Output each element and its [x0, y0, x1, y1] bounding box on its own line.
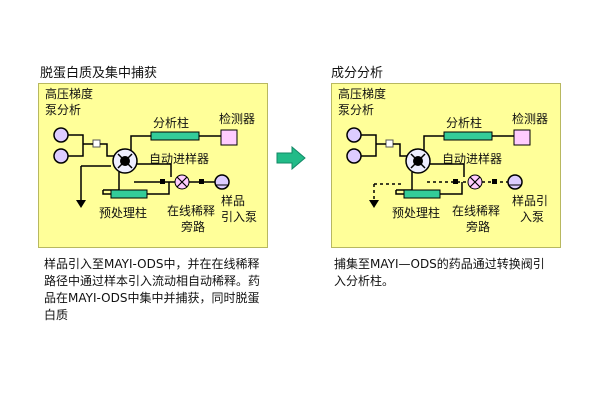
caption-right: 捕集至MAYI—ODS的药品通过转换阀引入分析柱。 — [334, 257, 545, 288]
waste-arrow-icon — [369, 200, 379, 208]
diagram-panel-left: 高压梯度 泵分析 分析柱 检测器 自动进样器 预处理柱 在线稀释 旁路 样品 引… — [38, 83, 268, 248]
analysis-column-icon — [150, 131, 200, 141]
pump-label: 高压梯度 — [45, 87, 94, 101]
sample-pump-label: 引入泵 — [221, 210, 258, 224]
dilution-label: 在线稀释 — [452, 204, 501, 218]
pretreatment-column-icon — [110, 189, 148, 199]
stage-title-left: 脱蛋白质及集中捕获 — [40, 66, 158, 81]
waste-line — [80, 165, 111, 202]
mixer-to-valve-line — [100, 143, 117, 157]
pump-icon — [53, 127, 69, 143]
waste-arrow-icon — [76, 200, 86, 208]
sample-pump-label: 样品引 — [512, 194, 549, 208]
mixer-icon — [92, 139, 101, 148]
sample-pump-icon — [214, 174, 230, 190]
waste-line-dashed — [373, 183, 404, 202]
detector-icon — [513, 129, 531, 146]
caption-left: 样品引入至MAYI-ODS中，并在在线稀释路径中通过样本引入流动相自动稀释。药品… — [44, 257, 261, 322]
pump-icon — [53, 148, 69, 164]
autosampler-line — [137, 163, 172, 177]
valve-to-column-line — [423, 135, 444, 151]
flow-schematic-left — [53, 127, 238, 208]
pump-label: 泵分析 — [338, 103, 375, 117]
right-arrow-icon — [276, 145, 306, 171]
analysis-column-icon — [443, 131, 493, 141]
valve-to-column-line — [130, 135, 151, 151]
sample-pump-label: 样品 — [221, 194, 246, 208]
pretreatment-column-icon — [403, 189, 441, 199]
autosampler-label: 自动进样器 — [149, 152, 210, 166]
mixer-icon — [385, 139, 394, 148]
sample-pump-label: 入泵 — [520, 210, 545, 224]
mixer-to-valve-line — [393, 143, 410, 157]
pretreatment-column-label: 预处理柱 — [392, 206, 441, 220]
dilution-label: 旁路 — [466, 220, 491, 234]
pretreatment-column-label: 预处理柱 — [99, 206, 148, 220]
dilution-line — [430, 163, 465, 177]
dilution-label: 旁路 — [181, 220, 206, 234]
autosampler-label: 自动进样器 — [442, 152, 503, 166]
detector-icon — [220, 129, 238, 146]
pump-icon — [346, 127, 362, 143]
stage-title-right: 成分分析 — [331, 66, 384, 81]
pump-label: 泵分析 — [45, 103, 82, 117]
dilution-label: 在线稀释 — [167, 204, 216, 218]
detector-label: 检测器 — [219, 112, 256, 126]
pump-line — [361, 134, 386, 157]
pump-label: 高压梯度 — [338, 87, 387, 101]
sample-pump-icon — [507, 174, 523, 190]
analysis-column-label: 分析柱 — [446, 116, 483, 130]
flow-schematic-right — [346, 127, 531, 208]
pump-line — [68, 134, 93, 157]
diagram-panel-right: 高压梯度 泵分析 分析柱 检测器 自动进样器 预处理柱 在线稀释 旁路 样品引 … — [331, 83, 561, 248]
analysis-column-label: 分析柱 — [153, 116, 190, 130]
detector-label: 检测器 — [512, 112, 549, 126]
pump-icon — [346, 148, 362, 164]
